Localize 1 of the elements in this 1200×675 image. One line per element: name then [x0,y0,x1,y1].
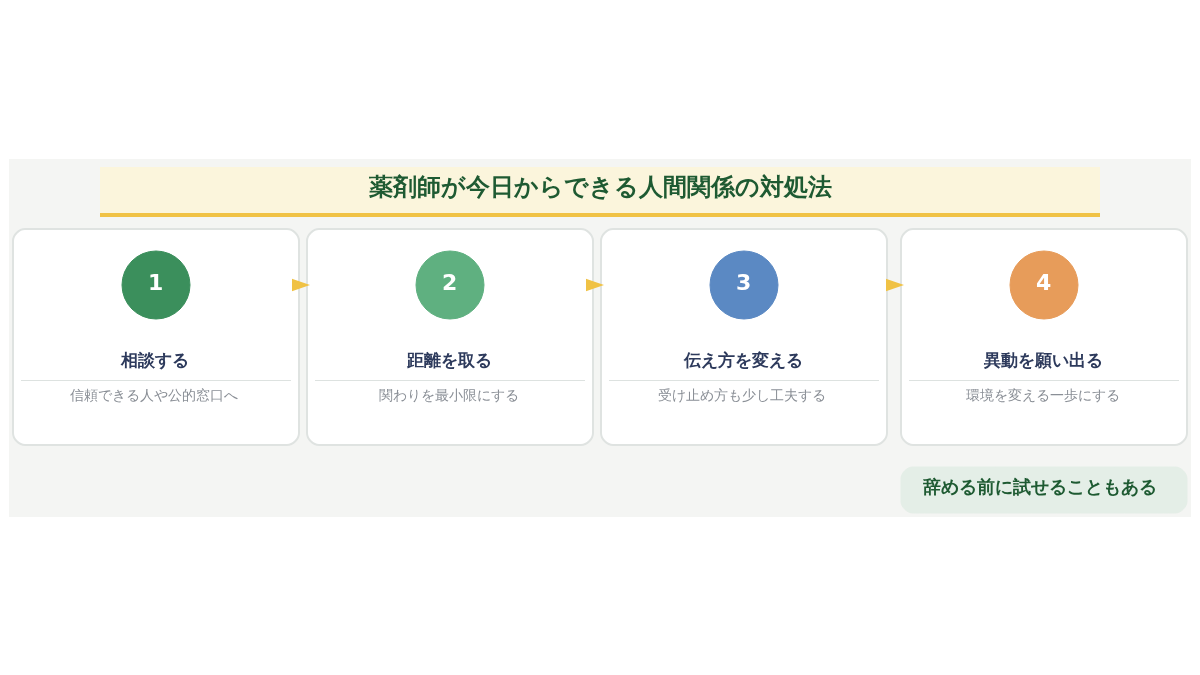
diagram-title: 薬剤師が今日からできる人間関係の対処法 [369,172,832,201]
